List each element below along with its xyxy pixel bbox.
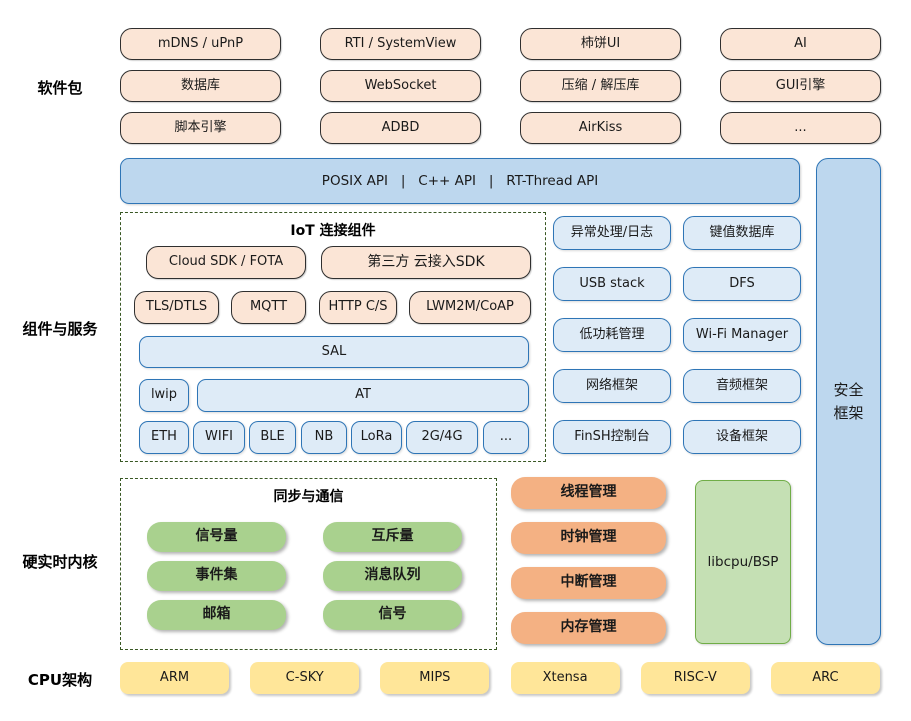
section-label-hard-realtime-kernel: 硬实时内核 <box>22 553 98 571</box>
component-services-grid: 异常处理/日志 键值数据库 USB stack DFS 低功耗管理 Wi-Fi … <box>553 216 801 454</box>
security-framework-line1: 安全 <box>833 381 864 399</box>
cpu-mips: MIPS <box>380 662 490 694</box>
ipc-mailbox: 邮箱 <box>147 600 286 630</box>
cpu-architecture-row: ARM C-SKY MIPS Xtensa RISC-V ARC <box>120 662 880 694</box>
iot-mqtt: MQTT <box>231 291 306 324</box>
iot-http-cs: HTTP C/S <box>319 291 397 324</box>
iot-tls-dtls: TLS/DTLS <box>134 291 219 324</box>
cpu-arc: ARC <box>770 662 880 694</box>
pkg-airkiss: AirKiss <box>520 112 681 144</box>
kernel-memory-mgmt: 内存管理 <box>511 612 666 644</box>
iot-cloud-sdk-fota: Cloud SDK / FOTA <box>146 246 306 279</box>
pkg-more: ... <box>720 112 881 144</box>
pkg-script-engine: 脚本引擎 <box>120 112 281 144</box>
sync-group-title: 同步与通信 <box>273 489 344 505</box>
svc-finsh-console: FinSH控制台 <box>553 420 671 454</box>
sync-communication-group: 同步与通信 信号量 互斥量 事件集 消息队列 邮箱 信号 <box>120 478 497 650</box>
iot-sal-layer: SAL <box>139 336 529 368</box>
iot-link-nb: NB <box>301 421 347 454</box>
ipc-mutex: 互斥量 <box>323 522 462 552</box>
pkg-gui-engine: GUI引擎 <box>720 70 881 102</box>
svc-kv-database: 键值数据库 <box>683 216 801 250</box>
iot-link-2g4g: 2G/4G <box>406 421 478 454</box>
ipc-semaphore: 信号量 <box>147 522 286 552</box>
iot-thirdparty-cloud-sdk: 第三方 云接入SDK <box>321 246 531 279</box>
svc-audio-framework: 音频框架 <box>683 369 801 403</box>
libcpu-bsp-box: libcpu/BSP <box>695 480 791 644</box>
software-packages-grid: mDNS / uPnP RTI / SystemView 柿饼UI AI 数据库… <box>120 28 881 144</box>
svc-wifi-manager: Wi-Fi Manager <box>683 318 801 352</box>
iot-at-layer: AT <box>197 379 529 412</box>
api-bar: POSIX API | C++ API | RT-Thread API <box>120 158 800 204</box>
pkg-compress-decompress: 压缩 / 解压库 <box>520 70 681 102</box>
svc-network-framework: 网络框架 <box>553 369 671 403</box>
iot-link-more: ... <box>483 421 529 454</box>
iot-group-title: IoT 连接组件 <box>290 223 376 239</box>
svc-dfs: DFS <box>683 267 801 301</box>
ipc-message-queue: 消息队列 <box>323 561 462 591</box>
cpu-arm: ARM <box>120 662 229 694</box>
cpu-risc-v: RISC-V <box>640 662 750 694</box>
security-framework-bar: 安全 框架 <box>816 158 881 645</box>
iot-link-eth: ETH <box>139 421 189 454</box>
pkg-mdns-upnp: mDNS / uPnP <box>120 28 281 60</box>
iot-link-wifi: WIFI <box>193 421 245 454</box>
svc-device-framework: 设备框架 <box>683 420 801 454</box>
kernel-management-column: 线程管理 时钟管理 中断管理 内存管理 <box>511 477 666 644</box>
iot-link-ble: BLE <box>249 421 296 454</box>
pkg-ai: AI <box>720 28 881 60</box>
kernel-clock-mgmt: 时钟管理 <box>511 522 666 554</box>
section-label-software-packages: 软件包 <box>37 79 83 97</box>
security-framework-line2: 框架 <box>833 403 864 422</box>
pkg-websocket: WebSocket <box>320 70 481 102</box>
section-label-cpu-architecture: CPU架构 <box>27 671 93 689</box>
svc-low-power-mgmt: 低功耗管理 <box>553 318 671 352</box>
section-label-components-services: 组件与服务 <box>22 320 98 338</box>
svc-exception-log: 异常处理/日志 <box>553 216 671 250</box>
kernel-thread-mgmt: 线程管理 <box>511 477 666 509</box>
ipc-event-set: 事件集 <box>147 561 286 591</box>
sync-grid: 信号量 互斥量 事件集 消息队列 邮箱 信号 <box>147 522 462 630</box>
pkg-persimmon-ui: 柿饼UI <box>520 28 681 60</box>
cpu-xtensa: Xtensa <box>510 662 620 694</box>
kernel-interrupt-mgmt: 中断管理 <box>511 567 666 599</box>
pkg-adbd: ADBD <box>320 112 481 144</box>
iot-lwip: lwip <box>139 379 189 412</box>
pkg-rti-systemview: RTI / SystemView <box>320 28 481 60</box>
iot-lwm2m-coap: LWM2M/CoAP <box>409 291 531 324</box>
svc-usb-stack: USB stack <box>553 267 671 301</box>
pkg-database: 数据库 <box>120 70 281 102</box>
iot-connectivity-group: IoT 连接组件 Cloud SDK / FOTA 第三方 云接入SDK TLS… <box>120 212 546 462</box>
iot-link-lora: LoRa <box>351 421 402 454</box>
ipc-signal: 信号 <box>323 600 462 630</box>
cpu-c-sky: C-SKY <box>250 662 360 694</box>
